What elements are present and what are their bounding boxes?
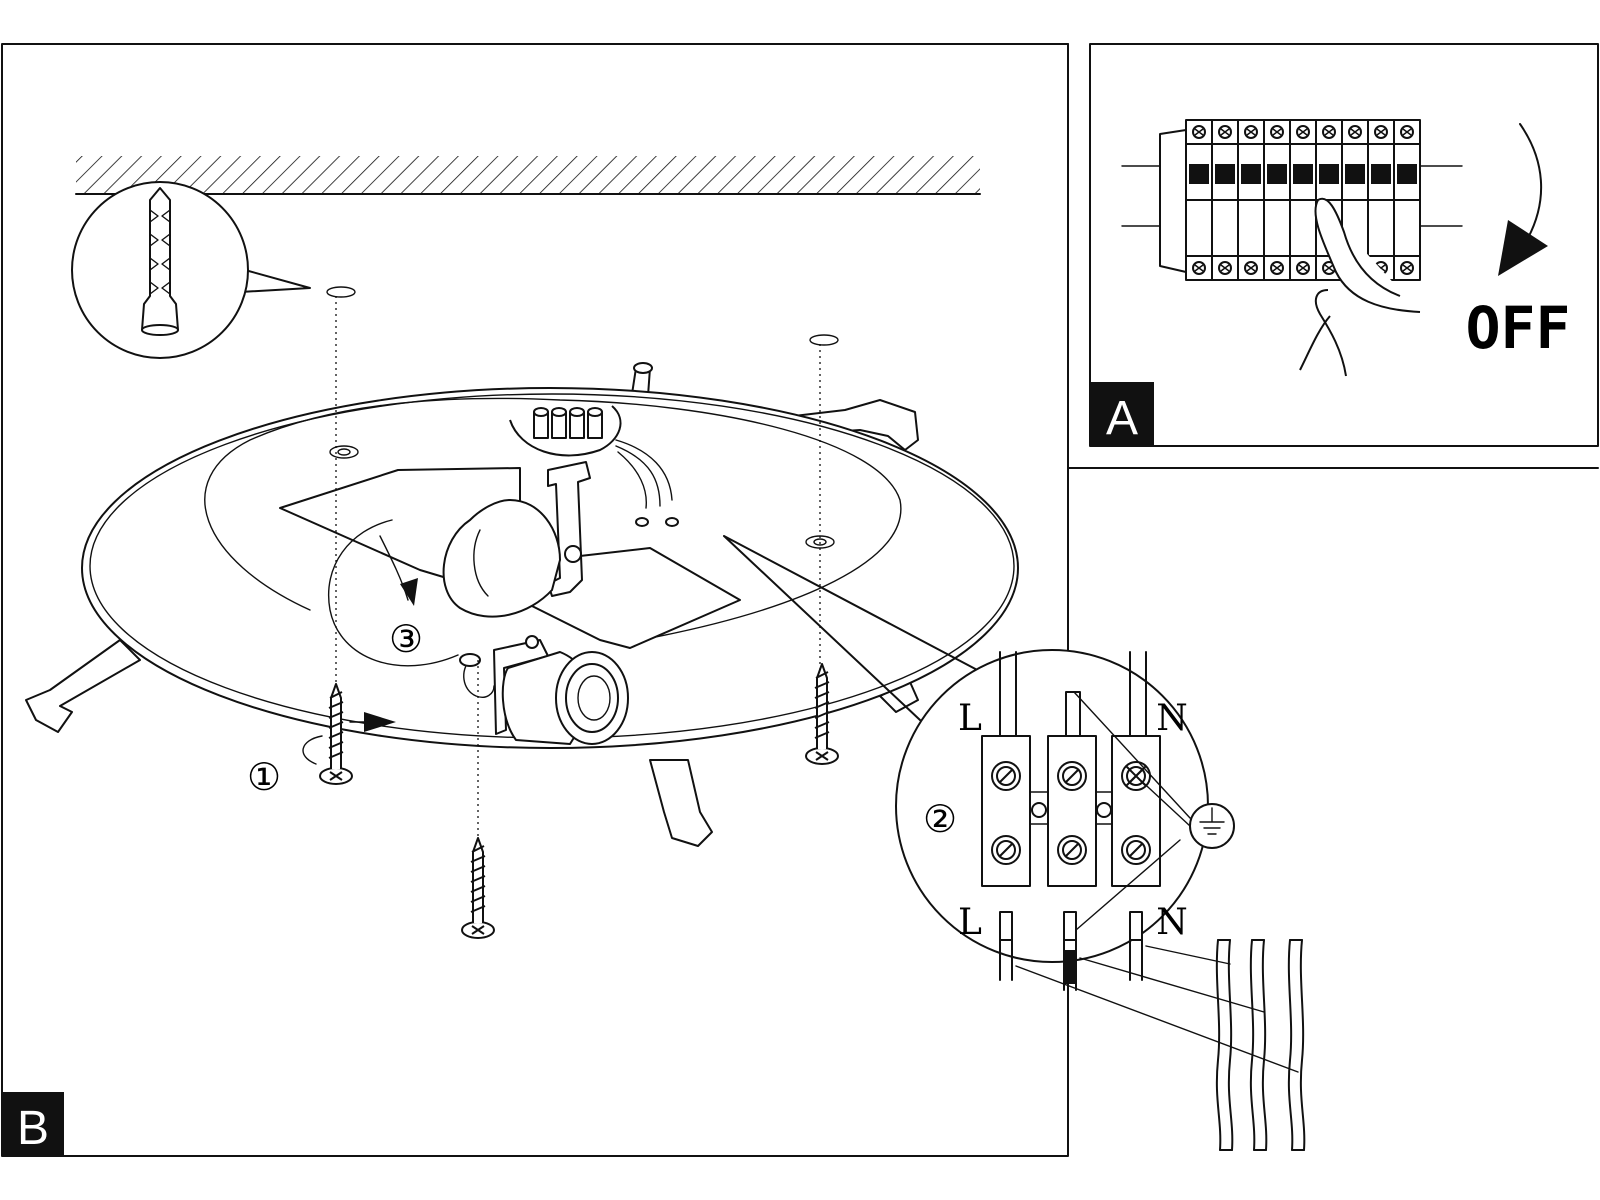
panel-a-badge	[1090, 382, 1154, 446]
panel-a-label: A	[1106, 392, 1138, 445]
connector-pointer	[723, 535, 1001, 721]
panel-b-badge	[2, 1092, 64, 1156]
panel-a: OFF A	[1067, 43, 1599, 469]
panel-b-frame	[1, 43, 1069, 1157]
rotation-guide	[328, 519, 459, 667]
panel-b-label: B	[17, 1102, 49, 1155]
panel-a-frame	[1089, 43, 1599, 447]
connector-detail	[895, 649, 1235, 991]
terminal-label-bottom-l: L	[958, 902, 982, 943]
fixing-clip-left	[25, 639, 141, 733]
ceiling-holes	[326, 286, 839, 346]
off-label: OFF	[1466, 294, 1571, 362]
panel-a-outer-border	[1067, 43, 1599, 469]
fixing-clip-bottom	[649, 759, 713, 847]
breaker-panel	[1185, 119, 1421, 281]
terminal-label-bottom-n: N	[1156, 902, 1188, 943]
panel-b: ③ ①	[1, 43, 1306, 1157]
terminal-label-top-n: N	[1156, 698, 1188, 739]
terminal-block-small	[509, 405, 673, 509]
switch-off-arrow	[1519, 123, 1543, 239]
terminal-label-top-l: L	[958, 698, 982, 739]
step-3-label: ③	[389, 617, 423, 661]
step-1-label: ①	[247, 755, 281, 799]
ceiling	[75, 156, 981, 195]
screw-center	[461, 837, 495, 939]
spotlight-upper	[442, 461, 591, 618]
step-1-arrow	[302, 712, 396, 765]
supply-cables	[1015, 939, 1306, 1151]
hand	[1299, 197, 1421, 377]
step-2-label: ②	[923, 797, 957, 841]
wall-plug-detail	[71, 181, 311, 359]
spotlight-lower	[459, 635, 629, 745]
